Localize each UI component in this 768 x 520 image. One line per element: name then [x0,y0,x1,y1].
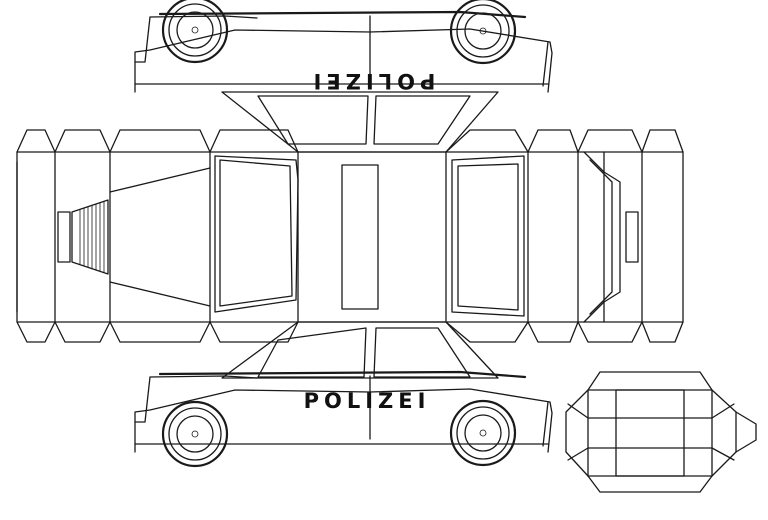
wheel-top-right [449,0,517,65]
hood [109,167,211,307]
roof-panel [16,151,684,323]
wheel-bottom-left [161,400,229,468]
folding-tabs-bottom [16,321,684,343]
front-grille [57,199,109,275]
panel-folds [16,151,643,323]
side-window-strip-bottom [221,321,499,379]
roof-lightbar [341,164,379,310]
box-net [565,371,757,493]
side-text-top: POLIZEI [309,69,436,93]
rear-plate [625,211,639,263]
trunk [583,151,639,323]
windscreen-front [214,155,299,313]
car-side-panel-top: POLIZEI [134,10,553,93]
side-text-bottom: POLIZEI [304,389,431,413]
folding-tabs-top [16,129,684,153]
wheel-top-left [161,0,229,64]
windscreen-rear [451,155,525,317]
car-side-panel-bottom: POLIZEI [134,370,553,453]
wheel-bottom-right [449,399,517,467]
